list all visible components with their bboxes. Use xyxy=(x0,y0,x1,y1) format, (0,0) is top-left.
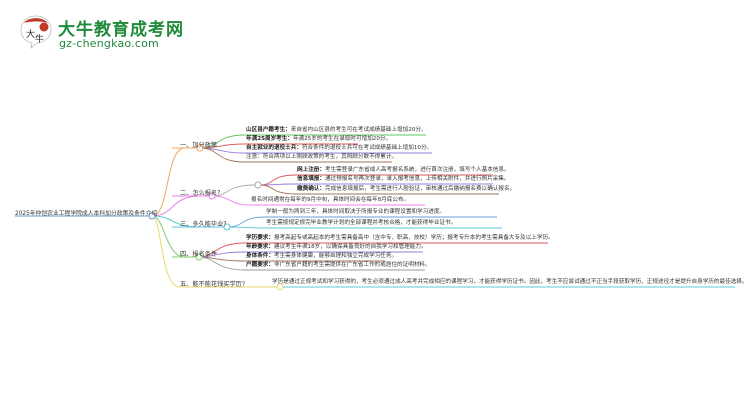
svg-text:大: 大 xyxy=(26,28,35,40)
svg-text:牛: 牛 xyxy=(35,33,44,45)
item-text: 符合条件的退役士兵可在考试成绩基础上增加10分。 xyxy=(301,145,433,151)
item-text: 通过预报名号再次登录，录入报考信息，上传相关附件，并进行照片采集。 xyxy=(324,176,510,182)
item-key: 年满25周岁考生： xyxy=(246,136,293,142)
list-item[interactable]: 山区县户籍考生：来自省内山区县的考生可在考试成绩基础上增加20分。 xyxy=(246,127,427,134)
list-item[interactable]: 年龄要求：建议考生年满18岁，以确保具备良好的自我学习和管理能力。 xyxy=(246,244,427,251)
list-item[interactable]: 考生需按规定修完毕业教学计划的全部课程并考核合格，才能获得毕业证书。 xyxy=(266,220,456,227)
item-key: 自主就业的退役士兵： xyxy=(246,145,302,151)
branch-how-to-register[interactable]: 二、怎么报名？ xyxy=(180,190,224,197)
item-text: 学历是通过正规考试和学习获得的，考生必须通过成人高考并完成相应的课程学习，才能获… xyxy=(272,279,748,285)
item-text: 考生需按规定修完毕业教学计划的全部课程并考核合格，才能获得毕业证书。 xyxy=(266,220,457,226)
item-text: 报名时间通常在每年的9月中旬，具体时间会在每年8月底公布。 xyxy=(251,197,410,203)
list-item[interactable]: 信息填报：通过预报名号再次登录，录入报考信息，上传相关附件，并进行照片采集。 xyxy=(297,176,510,183)
list-item[interactable]: 注意：符合两项以上照顾政策的考生，其照顾分数不得累计。 xyxy=(246,154,397,161)
item-key: 缴费确认： xyxy=(297,186,325,192)
list-item[interactable]: 户籍要求：非广东省户籍的考生需提供在广东省工作的或居住的证明材料。 xyxy=(246,262,431,269)
item-key: 信息填报： xyxy=(297,176,325,182)
item-key: 户籍要求： xyxy=(246,262,274,268)
item-text: 报考高起专或高起本的考生需具备高中（含中专、职高、技校）学历；报考专升本的考生需… xyxy=(273,235,554,241)
list-item[interactable]: 身体条件：考生需身体健康，能够自理和独立完成学习任务。 xyxy=(246,253,397,260)
list-item[interactable]: 学历要求：报考高起专或高起本的考生需具备高中（含中专、职高、技校）学历；报考专升… xyxy=(246,235,554,242)
item-text: 建议考生年满18岁，以确保具备良好的自我学习和管理能力。 xyxy=(273,244,427,250)
item-text: 考生需登录广东省成人高考报名系统，进行首次注册，填写个人基本信息。 xyxy=(324,167,510,173)
list-item[interactable]: 报名时间通常在每年的9月中旬，具体时间会在每年8月底公布。 xyxy=(251,197,409,204)
item-text: 考生需身体健康，能够自理和独立完成学习任务。 xyxy=(273,253,398,259)
list-item[interactable]: 网上注册：考生需登录广东省成人高考报名系统，进行首次注册，填写个人基本信息。 xyxy=(297,167,510,174)
list-item[interactable]: 年满25周岁考生：年满25岁的考生在录取时可增加20分。 xyxy=(246,136,391,143)
branch-buy-degree[interactable]: 五、能不能花钱买学历? xyxy=(180,281,246,288)
logo-mark-icon: 大 牛 xyxy=(20,15,52,49)
site-logo[interactable]: 大 牛 大牛教育成考网 gz-chengkao.com xyxy=(18,13,218,53)
item-text: 学制一般为两到三年，具体时间取决于所报专业的课程设置和学习进度。 xyxy=(266,209,446,215)
item-text: 非广东省户籍的考生需提供在广东省工作的或居住的证明材料。 xyxy=(273,262,431,268)
list-item[interactable]: 缴费确认：完成信息填报后，考生需进行人脸验证，审核通过后缴纳报名费以确认报名。 xyxy=(297,186,515,193)
item-text: 来自省内山区县的考生可在考试成绩基础上增加20分。 xyxy=(290,127,427,133)
list-item[interactable]: 自主就业的退役士兵：符合条件的退役士兵可在考试成绩基础上增加10分。 xyxy=(246,145,432,152)
item-text: 年满25岁的考生在录取时可增加20分。 xyxy=(292,136,392,142)
logo-title: 大牛教育成考网 xyxy=(58,20,184,40)
list-item[interactable]: 学历是通过正规考试和学习获得的，考生必须通过成人高考并完成相应的课程学习，才能获… xyxy=(272,279,747,286)
root-node[interactable]: 2025年仲恺农业工程学院成人本科加分政策及条件介绍 xyxy=(15,211,158,217)
branch-bonus-policy[interactable]: 一、加分政策 xyxy=(180,142,218,149)
branch-graduation-time[interactable]: 三、多久能毕业？ xyxy=(180,221,230,228)
item-key: 网上注册： xyxy=(297,167,325,173)
item-key: 学历要求： xyxy=(246,235,274,241)
item-text: 注意：符合两项以上照顾政策的考生，其照顾分数不得累计。 xyxy=(246,154,398,160)
item-key: 山区县户籍考生： xyxy=(246,127,291,133)
list-item[interactable]: 学制一般为两到三年，具体时间取决于所报专业的课程设置和学习进度。 xyxy=(266,209,445,216)
item-text: 完成信息填报后，考生需进行人脸验证，审核通过后缴纳报名费以确认报名。 xyxy=(324,186,516,192)
branch-requirements[interactable]: 四、报名条件 xyxy=(180,251,218,258)
logo-url: gz-chengkao.com xyxy=(59,37,159,50)
item-key: 身体条件： xyxy=(246,253,274,259)
item-key: 年龄要求： xyxy=(246,244,274,250)
